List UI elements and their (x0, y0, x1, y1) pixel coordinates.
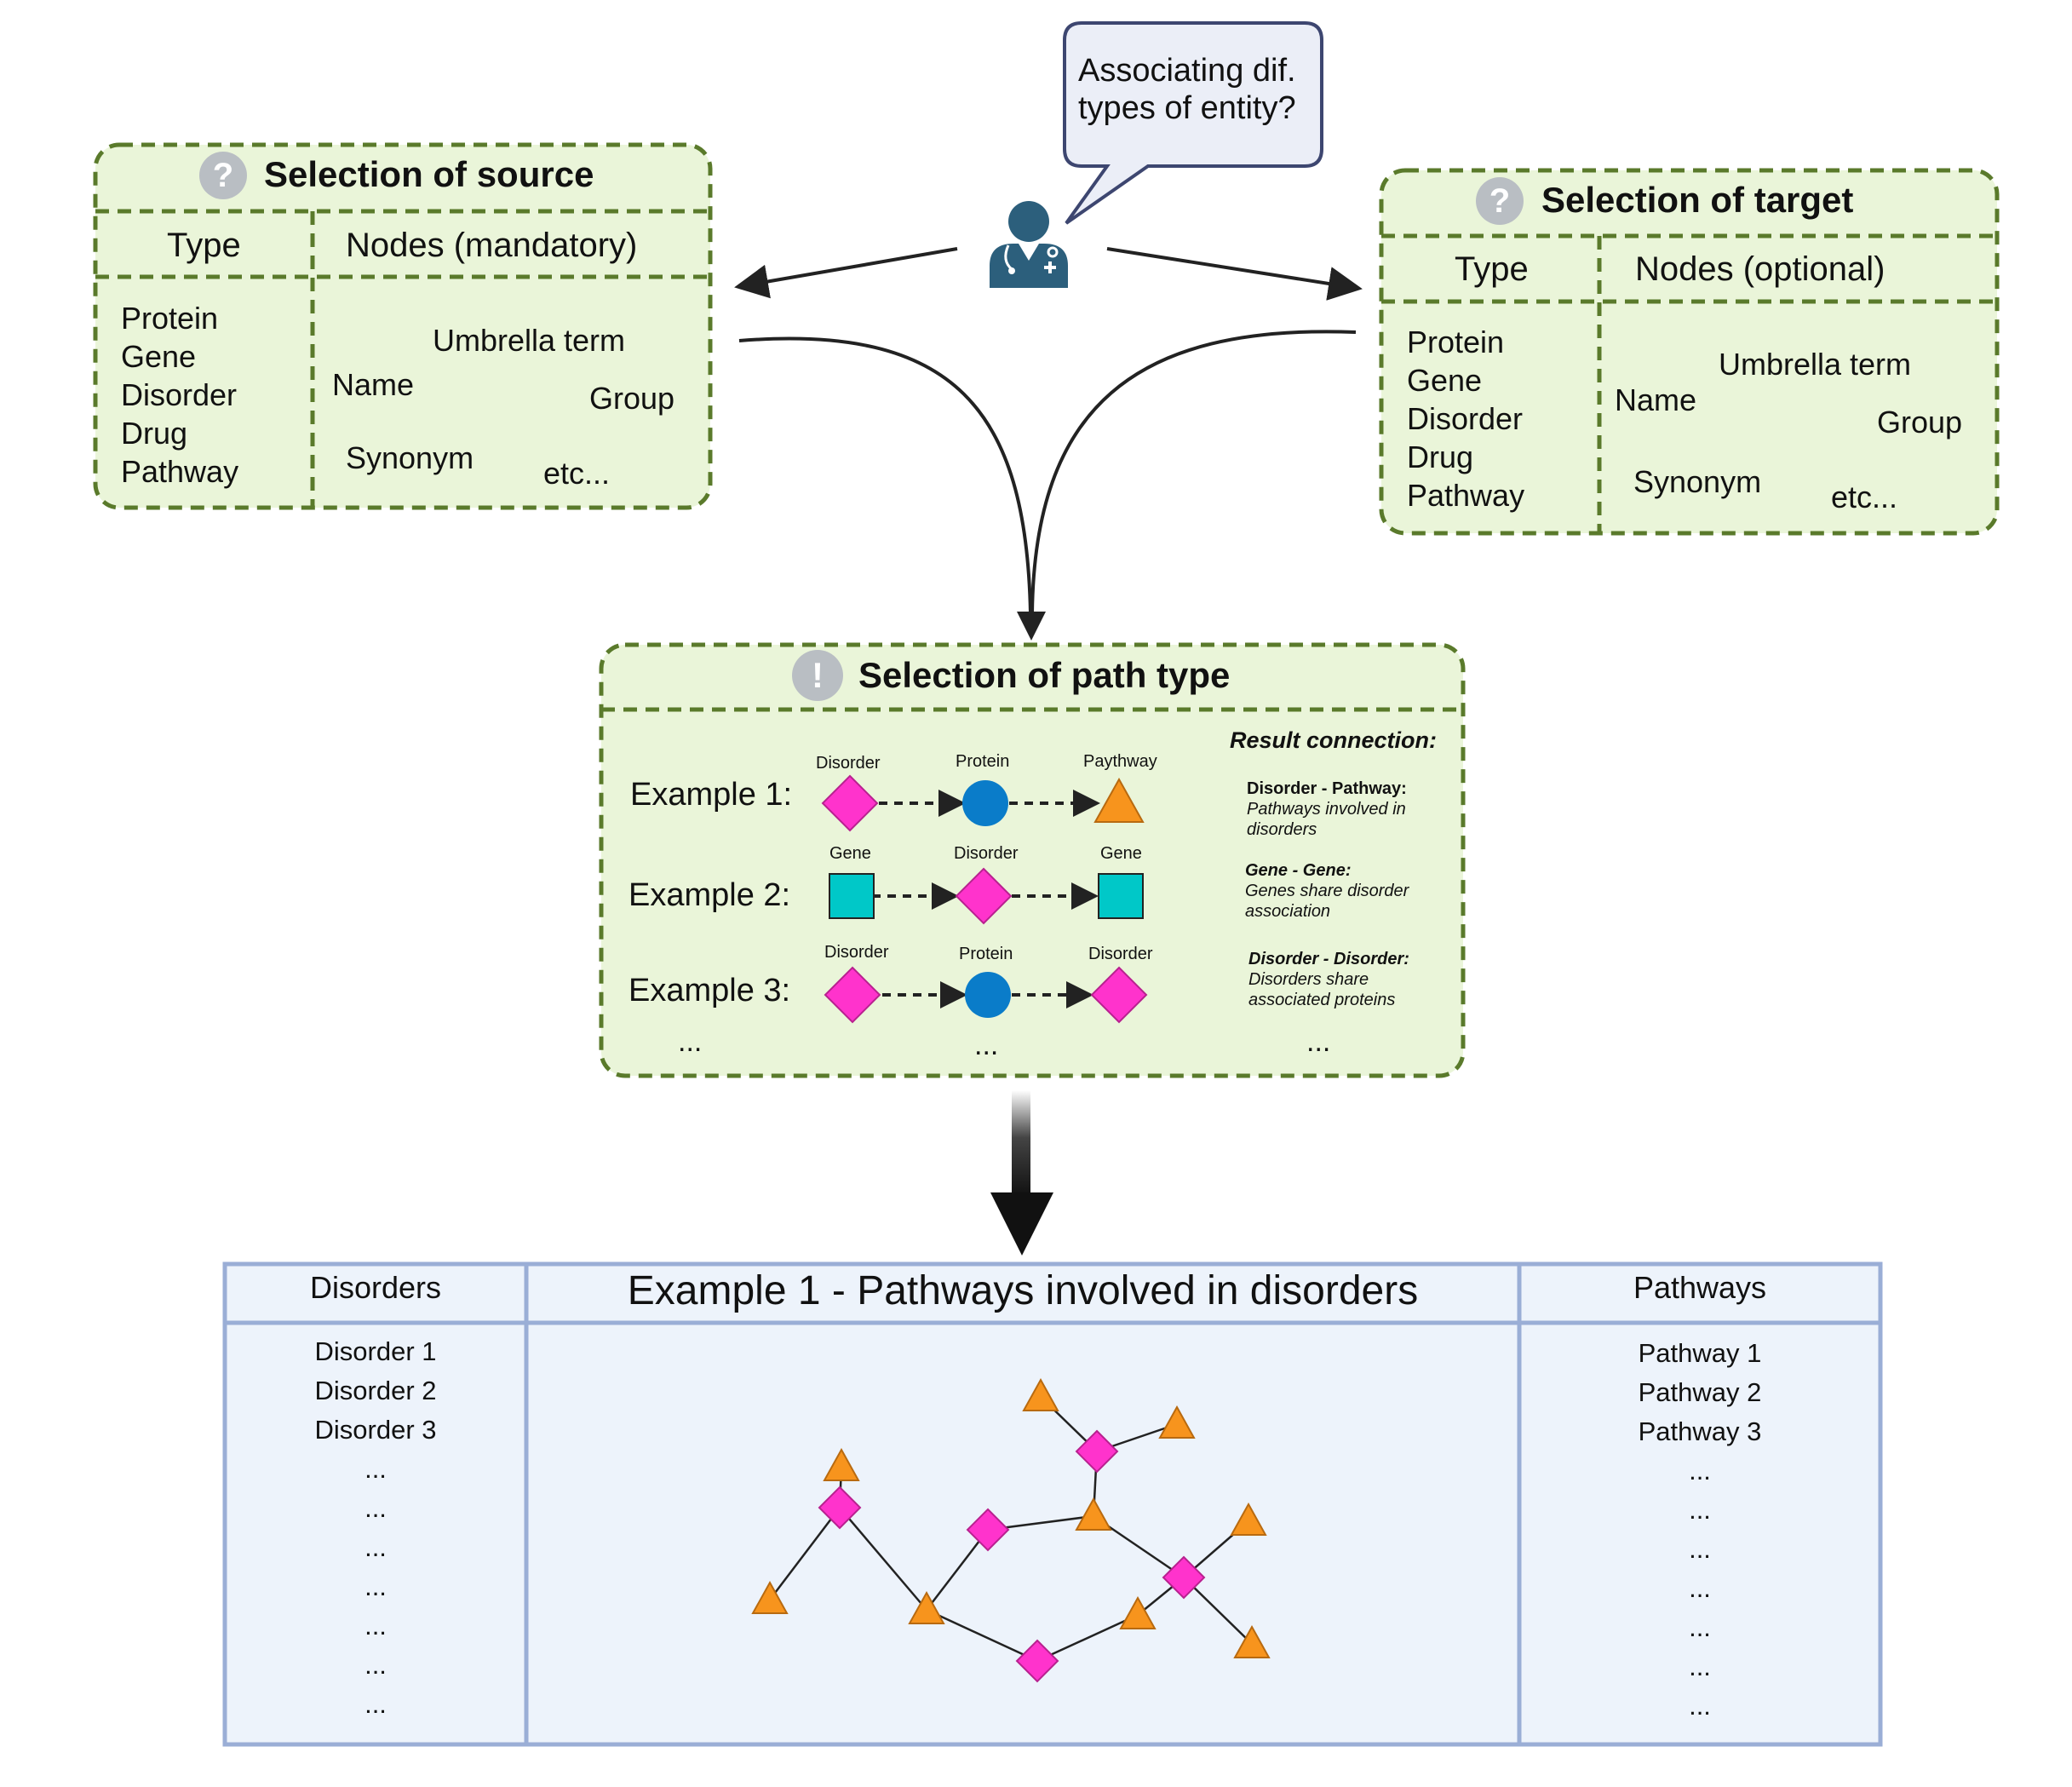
target-type-protein[interactable]: Protein (1407, 325, 1505, 359)
nodes-more-ellipsis: ... (974, 1029, 999, 1061)
list-item: ... (1689, 1495, 1711, 1525)
source-col-type: Type (167, 227, 241, 264)
source-title: Selection of source (264, 154, 594, 194)
arrow-to-source (734, 247, 958, 299)
source-type-gene[interactable]: Gene (121, 339, 197, 374)
example-3-result-line-2: associated proteins (1248, 991, 1396, 1009)
results-more-ellipsis: ... (1306, 1026, 1331, 1058)
target-type-pathway[interactable]: Pathway (1407, 478, 1525, 513)
target-type-gene[interactable]: Gene (1407, 363, 1483, 398)
source-node-umbrella: Umbrella term (433, 323, 626, 358)
source-node-name: Name (332, 367, 415, 402)
example-2-shapes (829, 867, 1144, 925)
disorders-list: Disorder 1 Disorder 2 Disorder 3 ... ...… (227, 1332, 525, 1724)
list-item[interactable]: Disorder 3 (314, 1415, 437, 1445)
list-item[interactable]: Pathway 1 (1638, 1338, 1762, 1368)
list-item[interactable]: Pathway 2 (1638, 1377, 1762, 1407)
source-node-group: Group (589, 381, 675, 416)
list-item: ... (1689, 1612, 1711, 1642)
result-right-header: Pathways (1633, 1270, 1767, 1305)
speech-bubble (1063, 21, 1323, 225)
source-node-synonym: Synonym (346, 440, 474, 475)
list-item: ... (364, 1532, 387, 1562)
example-3-node-3: Disorder (1088, 945, 1153, 963)
path-title: Selection of path type (858, 655, 1231, 695)
example-3-node-1: Disorder (824, 943, 889, 962)
pathways-list: Pathway 1 Pathway 2 Pathway 3 ... ... ..… (1521, 1334, 1879, 1726)
arrow-to-result (990, 1090, 1053, 1255)
list-item: ... (364, 1572, 387, 1601)
target-panel (1379, 168, 2000, 536)
example-2-result-title: Gene - Gene: (1245, 861, 1352, 880)
arrow-to-target (1106, 247, 1363, 301)
example-1-node-1: Disorder (816, 754, 881, 773)
example-3-label[interactable]: Example 3: (628, 973, 791, 1008)
example-2-result-line-1: Genes share disorder (1245, 882, 1409, 900)
example-1-result-title: Disorder - Pathway: (1247, 779, 1407, 798)
example-1-result-line-2: disorders (1247, 820, 1317, 839)
curve-arrowhead (1017, 612, 1046, 641)
list-item: ... (364, 1689, 387, 1719)
list-item[interactable]: Disorder 2 (314, 1376, 437, 1405)
target-node-group: Group (1877, 405, 1963, 440)
curve-from-target (1030, 330, 1357, 614)
list-item: ... (364, 1493, 387, 1523)
speech-line-1: Associating dif. (1078, 53, 1296, 89)
doctor-icon (990, 201, 1068, 288)
list-item: ... (1689, 1691, 1711, 1721)
example-3-shapes (824, 966, 1148, 1024)
target-help-icon[interactable]: ? (1476, 177, 1524, 225)
example-3-result-line-1: Disorders share (1248, 970, 1369, 989)
source-type-protein[interactable]: Protein (121, 301, 219, 336)
source-col-nodes: Nodes (mandatory) (346, 227, 638, 264)
example-more-ellipsis: ... (678, 1026, 703, 1058)
target-node-synonym: Synonym (1633, 464, 1762, 499)
example-1-shapes (821, 774, 1145, 832)
source-help-icon[interactable]: ? (199, 152, 247, 199)
example-2-node-2: Disorder (954, 844, 1019, 863)
list-item: ... (1689, 1573, 1711, 1603)
target-col-nodes: Nodes (optional) (1635, 250, 1885, 288)
example-1-label[interactable]: Example 1: (630, 777, 793, 813)
path-type-panel (599, 642, 1466, 1078)
result-center-header: Example 1 - Pathways involved in disorde… (627, 1268, 1419, 1313)
target-title: Selection of target (1541, 180, 1854, 220)
example-1-node-2: Protein (956, 752, 1010, 771)
example-2-node-1: Gene (829, 844, 871, 863)
source-type-pathway[interactable]: Pathway (121, 454, 239, 489)
target-node-umbrella: Umbrella term (1719, 347, 1912, 382)
example-3-result-title: Disorder - Disorder: (1248, 950, 1409, 968)
example-1-node-3: Paythway (1083, 752, 1157, 771)
source-panel (93, 142, 713, 510)
list-item: ... (364, 1611, 387, 1640)
source-node-etc: etc... (543, 456, 611, 491)
result-left-header: Disorders (309, 1270, 442, 1305)
example-3-node-2: Protein (959, 945, 1013, 963)
list-item[interactable]: Disorder 1 (314, 1336, 437, 1366)
target-type-disorder[interactable]: Disorder (1407, 401, 1524, 436)
curve-from-source (738, 336, 1032, 614)
result-connection-heading: Result connection: (1230, 727, 1438, 753)
source-type-disorder[interactable]: Disorder (121, 377, 238, 412)
target-type-drug[interactable]: Drug (1407, 440, 1474, 474)
target-node-etc: etc... (1831, 480, 1898, 514)
path-alert-icon[interactable]: ! (792, 650, 843, 701)
list-item: ... (364, 1454, 387, 1484)
target-node-name: Name (1615, 382, 1697, 417)
list-item: ... (364, 1650, 387, 1680)
example-2-result-line-2: association (1245, 902, 1331, 921)
list-item: ... (1689, 1652, 1711, 1681)
source-type-drug[interactable]: Drug (121, 416, 188, 451)
network-graph (751, 1377, 1271, 1683)
example-2-node-3: Gene (1100, 844, 1142, 863)
list-item: ... (1689, 1456, 1711, 1485)
list-item[interactable]: Pathway 3 (1638, 1416, 1762, 1446)
target-col-type: Type (1455, 250, 1529, 288)
example-1-result-line-1: Pathways involved in (1247, 800, 1406, 819)
example-2-label[interactable]: Example 2: (628, 877, 791, 913)
list-item: ... (1689, 1534, 1711, 1564)
speech-line-2: types of entity? (1078, 90, 1296, 126)
